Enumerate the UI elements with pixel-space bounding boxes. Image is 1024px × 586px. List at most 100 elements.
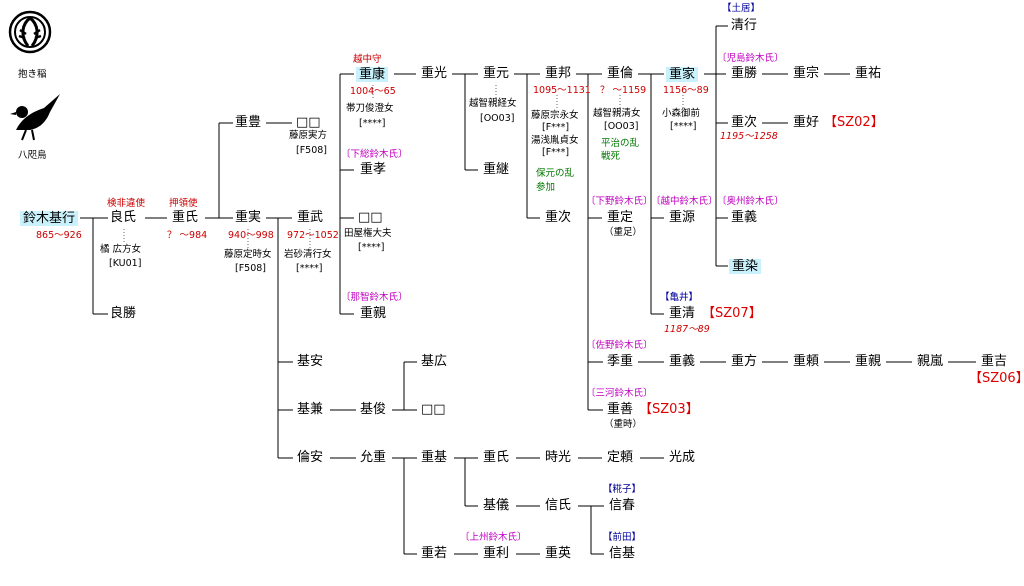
wife-shigeie: 小森御前 xyxy=(662,108,701,119)
person-motoyuki[interactable]: 鈴木基行 xyxy=(20,211,79,226)
person-shigeuji[interactable]: 重氏 xyxy=(172,210,199,225)
wife-shigekuni-1: 藤原宗永女 xyxy=(531,110,579,121)
person-shigemitsu[interactable]: 重光 xyxy=(421,66,448,81)
person-shigeie[interactable]: 重家 xyxy=(666,67,699,82)
wife-shigekuni-2: 湯浅胤貞女 xyxy=(531,135,579,146)
title-shigeuji: 押領使 xyxy=(169,198,198,209)
person-kuku3[interactable]: □□ xyxy=(421,402,446,417)
code-yoshiuji: [KU01] xyxy=(109,258,142,269)
person-shigekatsu[interactable]: 重勝 xyxy=(731,66,758,81)
person-mitsunari[interactable]: 光成 xyxy=(669,450,696,465)
person-shigezane[interactable]: 重実 xyxy=(235,210,262,225)
person-motonori[interactable]: 基儀 xyxy=(483,498,510,513)
person-shigesome[interactable]: 重染 xyxy=(729,259,762,274)
note-shigeuji-dates: ？ 〜984 xyxy=(167,230,208,241)
person-shigehiro[interactable]: 重祐 xyxy=(855,66,882,81)
clan-nachi: 〔那智鈴木氏〕 xyxy=(341,292,408,303)
person-tokimitsu[interactable]: 時光 xyxy=(545,450,572,465)
person-shigeyasu[interactable]: 重康 xyxy=(356,67,389,82)
ref-sz06[interactable]: 【SZ06】 xyxy=(969,371,1024,386)
code-shigeyasu: [****] xyxy=(359,118,386,129)
person-kuku1[interactable]: □□ xyxy=(296,115,321,130)
wife-kuku1: 藤原実方 xyxy=(289,130,328,141)
wife-shigemoto: 越智親経女 xyxy=(469,98,517,109)
person-shigeyoshi2[interactable]: 重好 xyxy=(793,115,820,130)
note-heiji-2: 戦死 xyxy=(601,151,621,162)
clan-sano: 〔佐野鈴木氏〕 xyxy=(586,340,653,351)
person-shigemune[interactable]: 重宗 xyxy=(793,66,820,81)
person-shigetsugu[interactable]: 重継 xyxy=(483,162,510,177)
ref-sz07[interactable]: 【SZ07】 xyxy=(702,306,762,321)
person-shigetsugu3[interactable]: 重次 xyxy=(731,115,758,130)
person-shigetaka[interactable]: 重孝 xyxy=(360,162,387,177)
person-shigeyori[interactable]: 重頼 xyxy=(793,354,820,369)
person-masashige[interactable]: 允重 xyxy=(360,450,387,465)
person-shigehide[interactable]: 重英 xyxy=(545,546,572,561)
title-shigeyasu: 越中守 xyxy=(353,54,382,65)
person-shigemune2[interactable]: 重善 xyxy=(607,402,634,417)
person-tomoyasu[interactable]: 倫安 xyxy=(297,450,324,465)
clan-kamei: 【亀井】 xyxy=(660,292,699,303)
code-shigezane: [F508] xyxy=(235,263,267,274)
person-yoshikatsu[interactable]: 良勝 xyxy=(110,306,137,321)
alias-shigesada: （重足） xyxy=(604,227,643,238)
person-nobumoto[interactable]: 信基 xyxy=(609,546,636,561)
clan-joshu: 〔上州鈴木氏〕 xyxy=(460,532,527,543)
person-shigekiyo[interactable]: 重清 xyxy=(669,306,696,321)
person-shigewaka[interactable]: 重若 xyxy=(421,546,448,561)
person-suesige[interactable]: 季重 xyxy=(607,354,634,369)
person-shigetoshi[interactable]: 重利 xyxy=(483,546,510,561)
note-heiji: 平治の乱 xyxy=(601,138,640,149)
person-shigeyoshi4[interactable]: 重吉 xyxy=(981,354,1008,369)
code-shigemoto: [OO03] xyxy=(480,113,515,124)
crest-label-inedaki: 抱き稲 xyxy=(18,69,47,80)
person-shigetoyo[interactable]: 重豊 xyxy=(235,115,262,130)
person-kiyoyuki[interactable]: 清行 xyxy=(731,18,758,33)
code-shigekuni-2: [F***] xyxy=(542,147,570,158)
person-shigekata[interactable]: 重方 xyxy=(731,354,758,369)
person-shigeuji2[interactable]: 重氏 xyxy=(483,450,510,465)
person-shigechika[interactable]: 重親 xyxy=(360,306,387,321)
code-shigekuni-1: [F***] xyxy=(542,122,570,133)
wife-shigetake: 岩砂清行女 xyxy=(284,249,332,260)
person-nobuharu[interactable]: 信春 xyxy=(609,498,636,513)
clan-ecchu: 〔越中鈴木氏〕 xyxy=(651,196,718,207)
wife-shigeyasu: 帯刀俊澄女 xyxy=(346,103,394,114)
clan-shimotsuke: 〔下野鈴木氏〕 xyxy=(586,196,653,207)
clan-kago: 【糀子】 xyxy=(603,484,642,495)
person-chikaarashi[interactable]: 親嵐 xyxy=(917,354,944,369)
code-kuku2: [****] xyxy=(358,242,385,253)
person-shigemoto2[interactable]: 重源 xyxy=(669,210,696,225)
ref-sz02[interactable]: 【SZ02】 xyxy=(824,115,884,130)
note-shigeie-dates: 1156〜89 xyxy=(663,85,709,96)
person-shigesada[interactable]: 重定 xyxy=(607,210,634,225)
note-shigekuni-dates: 1095〜1131 xyxy=(533,85,591,96)
person-motohiro[interactable]: 基広 xyxy=(421,354,448,369)
person-motokane[interactable]: 基兼 xyxy=(297,402,324,417)
person-shigetake[interactable]: 重武 xyxy=(297,210,324,225)
person-shigemoto[interactable]: 重元 xyxy=(483,66,510,81)
clan-doi: 【土居】 xyxy=(722,3,761,14)
person-shigekuni[interactable]: 重邦 xyxy=(545,66,572,81)
person-yoshiuji[interactable]: 良氏 xyxy=(110,210,137,225)
note-shigeyasu-dates: 1004〜65 xyxy=(350,86,396,97)
person-kuku2[interactable]: □□ xyxy=(358,210,383,225)
person-motoshun[interactable]: 基俊 xyxy=(360,402,387,417)
person-shigemoto3[interactable]: 重基 xyxy=(421,450,448,465)
note-shigetake-dates: 972〜1052 xyxy=(287,230,339,241)
ref-sz03[interactable]: 【SZ03】 xyxy=(639,402,699,417)
person-shigeyoshi[interactable]: 重義 xyxy=(731,210,758,225)
crest-label-yatagarasu: 八咫烏 xyxy=(18,150,47,161)
person-shigetomo[interactable]: 重倫 xyxy=(607,66,634,81)
person-shigetsugu2[interactable]: 重次 xyxy=(545,210,572,225)
person-sadayori[interactable]: 定頼 xyxy=(607,450,634,465)
person-motoyasu[interactable]: 基安 xyxy=(297,354,324,369)
note-hogen-2: 参加 xyxy=(536,182,556,193)
person-shigeyoshi3[interactable]: 重義 xyxy=(669,354,696,369)
note-shigetsugu3-dates: 1195〜1258 xyxy=(720,131,778,142)
yatagarasu-crest-icon xyxy=(10,94,60,141)
code-kuku1: [F508] xyxy=(296,145,328,156)
inedaki-crest-icon xyxy=(8,10,52,54)
person-shigechika2[interactable]: 重親 xyxy=(855,354,882,369)
person-nobuuji[interactable]: 信氏 xyxy=(545,498,572,513)
